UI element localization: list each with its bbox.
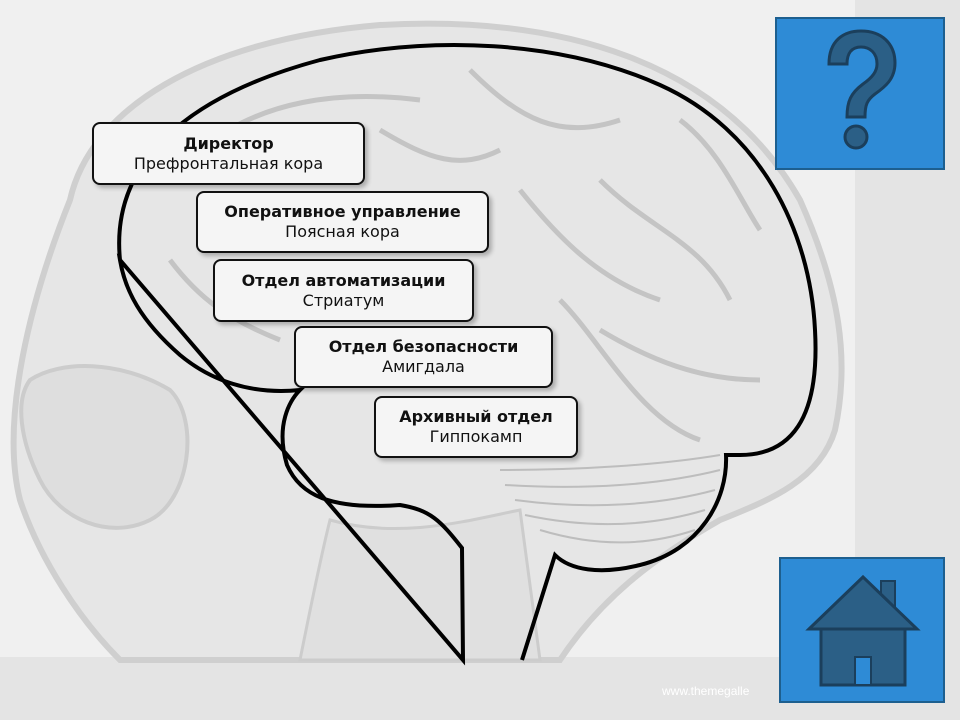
watermark-text: www.themegalle xyxy=(662,684,750,698)
operative-title: Оперативное управление xyxy=(224,202,461,221)
operative-subtitle: Поясная кора xyxy=(285,222,400,241)
director-subtitle: Префронтальная кора xyxy=(133,153,324,173)
security-subtitle: Амигдала xyxy=(382,357,465,376)
brain-folds xyxy=(168,68,763,443)
neck-shape xyxy=(298,508,542,662)
automation-title: Отдел автоматизации xyxy=(241,270,446,290)
operative-box: Оперативное управление Поясная кора xyxy=(196,191,489,253)
jaw-shape xyxy=(19,364,190,530)
brain-outline xyxy=(116,43,818,666)
security-title: Отдел безопасности xyxy=(328,337,519,356)
home-button[interactable] xyxy=(779,557,945,703)
cerebellum-lines xyxy=(499,454,721,544)
archive-subtitle: Гиппокамп xyxy=(429,427,523,446)
automation-box: Отдел автоматизации Стриатум xyxy=(213,259,474,322)
director-title: Директор xyxy=(183,133,274,153)
question-mark-icon xyxy=(827,29,897,150)
security-box: Отдел безопасности Амигдала xyxy=(294,326,553,388)
house-icon xyxy=(805,574,921,687)
help-button[interactable] xyxy=(775,17,945,170)
director-box: Директор Префронтальная кора xyxy=(92,122,365,185)
archive-box: Архивный отдел Гиппокамп xyxy=(374,396,578,458)
automation-subtitle: Стриатум xyxy=(302,290,385,310)
archive-title: Архивный отдел xyxy=(399,407,553,426)
